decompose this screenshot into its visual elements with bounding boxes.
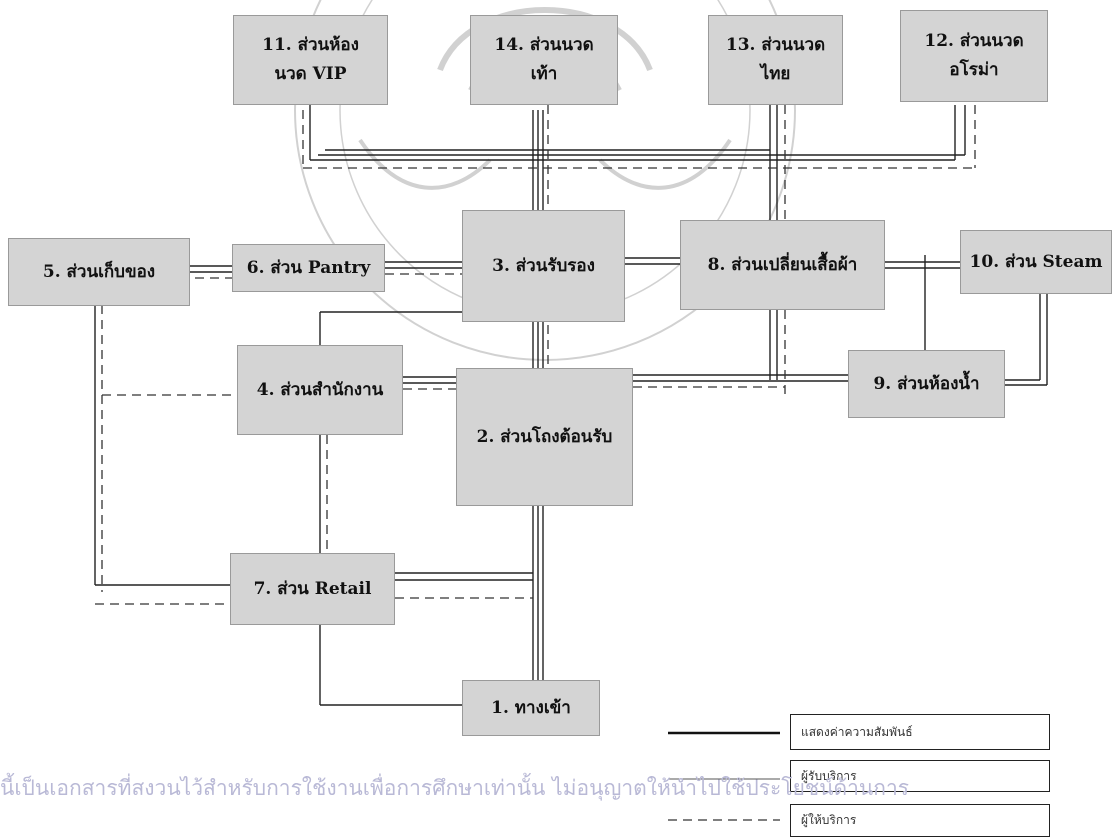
legend-customer: ผู้รับบริการ [790,760,1050,792]
legend-staff: ผู้ให้บริการ [790,804,1050,837]
zone-8-label: 8. ส่วนเปลี่ยนเสื้อผ้า [707,254,858,275]
zone-13-thai-massage[interactable]: 13. ส่วนนวด ไทย [708,15,843,105]
legend-relationship: แสดงค่าความสัมพันธ์ [790,714,1050,750]
zone-11-label: 11. ส่วนห้อง นวด VIP [262,35,359,84]
zone-8-changing-room[interactable]: 8. ส่วนเปลี่ยนเสื้อผ้า [680,220,885,310]
zone-12-aroma-massage[interactable]: 12. ส่วนนวด อโรม่า [900,10,1048,102]
zone-11-vip-massage[interactable]: 11. ส่วนห้อง นวด VIP [233,15,388,105]
zone-10-label: 10. ส่วน Steam [969,251,1103,272]
zone-7-label: 7. ส่วน Retail [253,578,372,599]
zone-6-pantry[interactable]: 6. ส่วน Pantry [232,244,385,292]
zone-6-label: 6. ส่วน Pantry [246,257,371,278]
zone-4-label: 4. ส่วนสำนักงาน [256,379,384,400]
zone-14-foot-massage[interactable]: 14. ส่วนนวด เท้า [470,15,618,105]
zone-9-label: 9. ส่วนห้องน้ำ [873,373,980,394]
zone-10-steam[interactable]: 10. ส่วน Steam [960,230,1112,294]
zone-4-office[interactable]: 4. ส่วนสำนักงาน [237,345,403,435]
zone-5-label: 5. ส่วนเก็บของ [42,261,156,282]
zone-12-label: 12. ส่วนนวด อโรม่า [924,31,1024,80]
zone-14-label: 14. ส่วนนวด เท้า [494,35,594,84]
zone-7-retail[interactable]: 7. ส่วน Retail [230,553,395,625]
zone-2-label: 2. ส่วนโถงต้อนรับ [476,426,613,447]
legend-staff-text: ผู้ให้บริการ [801,813,857,827]
legend-relationship-text: แสดงค่าความสัมพันธ์ [801,724,913,739]
zone-3-reception[interactable]: 3. ส่วนรับรอง [462,210,625,322]
zone-5-storage[interactable]: 5. ส่วนเก็บของ [8,238,190,306]
zone-2-lobby[interactable]: 2. ส่วนโถงต้อนรับ [456,368,633,506]
connector-staff [95,105,976,605]
zone-1-entrance[interactable]: 1. ทางเข้า [462,680,600,736]
legend-customer-text: ผู้รับบริการ [801,768,857,783]
zone-3-label: 3. ส่วนรับรอง [492,255,595,276]
zone-1-label: 1. ทางเข้า [491,697,571,718]
legend-line-relationship [668,731,780,735]
copyright-footer-text: นี้เป็นเอกสารที่สงวนไว้สำหรับการใช้งานเพ… [0,776,910,800]
zone-9-bathroom[interactable]: 9. ส่วนห้องน้ำ [848,350,1005,418]
legend-line-staff [668,819,780,821]
legend-line-customer [668,778,780,780]
zone-13-label: 13. ส่วนนวด ไทย [725,35,826,84]
